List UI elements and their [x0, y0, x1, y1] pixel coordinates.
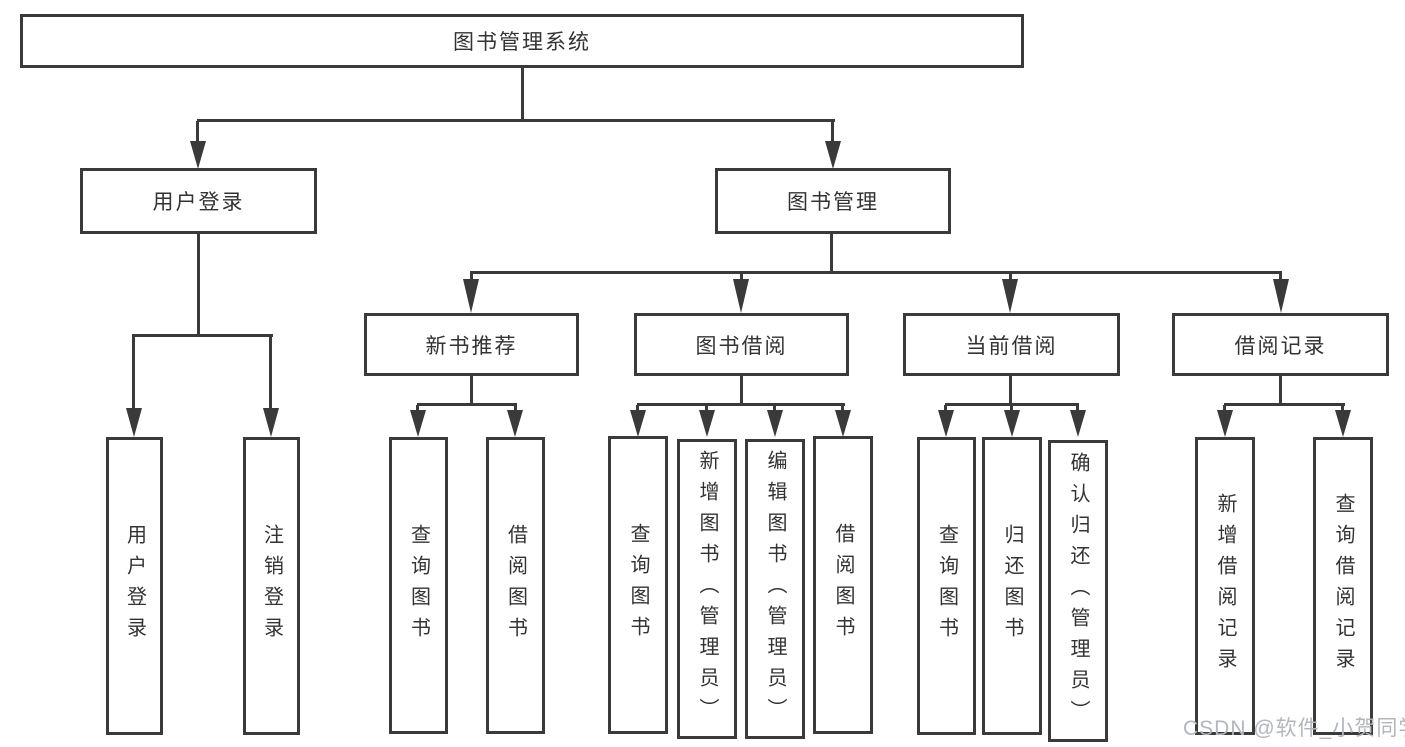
leaf-query-books-borrow-label: 查询图书 [627, 523, 649, 647]
node-library-management-system: 图书管理系统 [20, 14, 1024, 68]
arrowhead-c3-icon [767, 410, 783, 437]
connector-current-borrow-split [945, 403, 1079, 406]
connector-new-books-split [417, 403, 517, 406]
connector-user-login-stem [197, 233, 200, 337]
leaf-borrow-books-recommend: 借阅图书 [486, 437, 545, 734]
leaf-query-borrow-record: 查询借阅记录 [1313, 437, 1373, 735]
connector-book-mgmt-stem [830, 233, 833, 274]
connector-user-login-split [132, 334, 273, 337]
connector-c3-drop [773, 405, 776, 410]
arrowhead-current-borrow-icon [1002, 279, 1018, 313]
leaf-logout: 注销登录 [243, 437, 300, 735]
leaf-confirm-return-admin-label: 确认归还（管理员） [1067, 451, 1089, 731]
connector-c1-drop [636, 405, 639, 410]
arrowhead-b1-icon [410, 410, 426, 437]
connector-borrow-records-stem [1279, 375, 1282, 406]
arrowhead-c2-icon [699, 410, 715, 437]
arrowhead-d3-icon [1070, 410, 1086, 437]
arrowhead-e2-icon [1335, 410, 1351, 437]
leaf-add-books-admin: 新增图书（管理员） [677, 439, 737, 739]
connector-book-mgmt-drop [831, 121, 834, 141]
connector-book-borrow-stem [740, 375, 743, 406]
arrowhead-book-borrow-icon [733, 279, 749, 313]
connector-e2-drop [1341, 405, 1344, 410]
connector-user-login-drop [196, 121, 199, 141]
leaf-add-books-admin-label: 新增图书（管理员） [696, 449, 718, 729]
connector-leaf-logout-drop [269, 336, 272, 408]
arrowhead-borrow-records-icon [1273, 279, 1289, 313]
leaf-confirm-return-admin: 确认归还（管理员） [1048, 440, 1108, 742]
arrowhead-user-login-icon [190, 141, 206, 169]
connector-new-books-drop [470, 273, 473, 279]
arrowhead-c4-icon [835, 410, 851, 437]
connector-borrow-records-drop [1279, 273, 1282, 279]
connector-c2-drop [705, 405, 708, 410]
connector-leaf-user-login-drop [132, 336, 135, 408]
leaf-return-books: 归还图书 [982, 437, 1042, 735]
arrowhead-d1-icon [938, 410, 954, 437]
connector-new-books-stem [470, 375, 473, 406]
connector-c4-drop [841, 405, 844, 410]
connector-book-borrow-split [637, 403, 845, 406]
watermark-text: CSDN @软件_小贺同学 [1183, 717, 1405, 740]
leaf-query-books-current: 查询图书 [917, 437, 976, 735]
arrowhead-new-books-icon [463, 279, 479, 313]
leaf-logout-label: 注销登录 [260, 524, 283, 648]
leaf-user-login-label: 用户登录 [123, 524, 146, 648]
arrowhead-book-mgmt-icon [825, 141, 841, 169]
connector-current-borrow-stem [1009, 375, 1012, 406]
arrowhead-c1-icon [630, 410, 646, 437]
node-book-borrowing: 图书借阅 [634, 313, 849, 376]
connector-root-stem [521, 67, 524, 122]
leaf-query-books-recommend: 查询图书 [389, 437, 448, 734]
leaf-borrow-books-borrow-label: 借阅图书 [832, 523, 854, 647]
leaf-query-borrow-record-label: 查询借阅记录 [1332, 493, 1354, 679]
arrowhead-b2-icon [507, 410, 523, 437]
leaf-query-books-current-label: 查询图书 [935, 524, 958, 648]
arrowhead-e1-icon [1217, 410, 1233, 437]
leaf-edit-books-admin-label: 编辑图书（管理员） [764, 449, 786, 729]
node-book-management: 图书管理 [715, 168, 951, 234]
connector-level3-split [470, 271, 1282, 274]
leaf-query-books-borrow: 查询图书 [608, 436, 668, 734]
node-current-borrowing: 当前借阅 [903, 313, 1120, 376]
leaf-return-books-label: 归还图书 [1001, 524, 1023, 648]
connector-b2-drop [514, 405, 517, 410]
leaf-query-books-recommend-label: 查询图书 [407, 523, 430, 648]
leaf-user-login: 用户登录 [106, 437, 163, 735]
connector-d1-drop [944, 405, 947, 410]
arrowhead-leaf-logout-icon [263, 408, 279, 437]
arrowhead-d2-icon [1004, 410, 1020, 437]
leaf-borrow-books-borrow: 借阅图书 [813, 436, 873, 734]
arrowhead-leaf-user-login-icon [126, 408, 142, 437]
connector-e1-drop [1223, 405, 1226, 410]
connector-current-borrow-drop [1009, 273, 1012, 279]
connector-level2-split [197, 119, 835, 122]
leaf-edit-books-admin: 编辑图书（管理员） [745, 439, 805, 739]
node-borrowing-records: 借阅记录 [1172, 313, 1389, 376]
connector-book-borrow-drop [740, 273, 743, 279]
connector-b1-drop [416, 405, 419, 410]
connector-d3-drop [1076, 405, 1079, 410]
connector-d2-drop [1010, 405, 1013, 410]
leaf-add-borrow-record-label: 新增借阅记录 [1214, 493, 1236, 679]
leaf-add-borrow-record: 新增借阅记录 [1195, 437, 1255, 735]
node-user-login: 用户登录 [80, 168, 317, 234]
node-new-book-recommend: 新书推荐 [364, 313, 579, 376]
leaf-borrow-books-recommend-label: 借阅图书 [504, 523, 527, 648]
connector-borrow-records-split [1224, 403, 1345, 406]
